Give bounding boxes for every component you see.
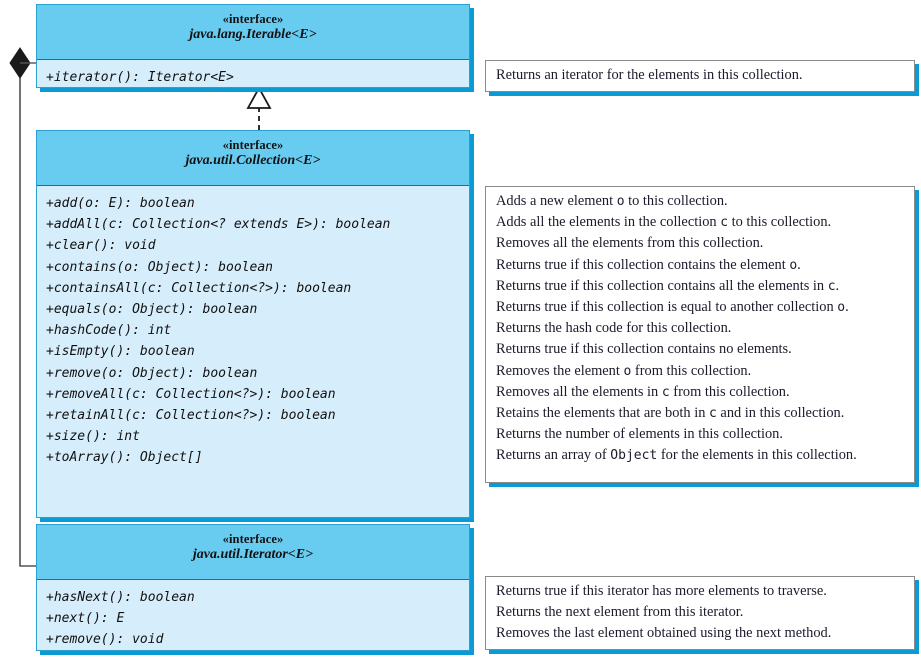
member-line: +remove(o: Object): boolean <box>46 365 258 381</box>
description-line: Returns the number of elements in this c… <box>496 426 783 443</box>
class-box-collection[interactable]: «interface» java.util.Collection<E> +add… <box>36 130 470 518</box>
description-line: Removes all the elements in c from this … <box>496 383 790 400</box>
class-members-iterable: +iterator(): Iterator<E> <box>37 60 469 94</box>
code-token: Object <box>610 448 658 464</box>
class-header-iterator: «interface» java.util.Iterator<E> <box>37 525 469 580</box>
member-line: +equals(o: Object): boolean <box>46 302 258 318</box>
description-line: Returns true if this collection contains… <box>496 277 840 294</box>
description-line: Returns an array of Object for the eleme… <box>496 447 857 464</box>
description-line: Returns true if this collection contains… <box>496 256 801 273</box>
member-line: +next(): E <box>46 611 125 627</box>
member-line: +containsAll(c: Collection<?>): boolean <box>46 280 352 296</box>
member-line: +isEmpty(): boolean <box>46 344 195 360</box>
class-header-collection: «interface» java.util.Collection<E> <box>37 131 469 186</box>
description-line: Adds all the elements in the collection … <box>496 214 832 231</box>
description-line: Returns true if this collection is equal… <box>496 299 849 316</box>
member-line: +remove(): void <box>46 632 164 648</box>
realization-connector-icon <box>246 86 272 130</box>
description-line: Returns the next element from this itera… <box>496 604 744 621</box>
code-token: o <box>623 363 632 379</box>
description-box-iterator: Returns true if this iterator has more e… <box>485 576 915 650</box>
class-header-iterable: «interface» java.lang.Iterable<E> <box>37 5 469 60</box>
code-token: c <box>720 215 729 231</box>
class-name-label: java.util.Collection<E> <box>185 152 321 168</box>
description-line: Returns true if this collection contains… <box>496 341 792 358</box>
class-members-collection: +add(o: E): boolean +addAll(c: Collectio… <box>37 186 469 475</box>
member-line: +iterator(): Iterator<E> <box>46 70 234 85</box>
code-token: o <box>616 194 625 209</box>
description-line: Adds a new element o to this collection. <box>496 193 728 209</box>
code-token: c <box>827 278 836 294</box>
class-box-iterable[interactable]: «interface» java.lang.Iterable<E> +itera… <box>36 4 470 88</box>
description-line: Removes all the elements from this colle… <box>496 235 764 252</box>
description-line: Returns the hash code for this collectio… <box>496 320 732 337</box>
member-line: +retainAll(c: Collection<?>): boolean <box>46 408 336 424</box>
stereotype-label: «interface» <box>222 12 284 26</box>
description-line: Removes the element o from this collecti… <box>496 362 752 379</box>
stereotype-label: «interface» <box>222 532 284 546</box>
code-token: o <box>837 300 846 316</box>
member-line: +size(): int <box>46 429 140 445</box>
code-token: c <box>661 384 670 400</box>
member-line: +hashCode(): int <box>46 323 172 339</box>
class-name-label: java.lang.Iterable<E> <box>189 26 317 42</box>
member-line: +toArray(): Object[] <box>46 450 203 466</box>
description-line: Removes the last element obtained using … <box>496 625 832 642</box>
code-token: c <box>709 406 717 422</box>
class-members-iterator: +hasNext(): boolean +next(): E +remove()… <box>37 580 469 657</box>
description-line: Returns true if this iterator has more e… <box>496 583 827 599</box>
member-line: +addAll(c: Collection<? extends E>): boo… <box>46 217 391 233</box>
class-box-iterator[interactable]: «interface» java.util.Iterator<E> +hasNe… <box>36 524 470 651</box>
member-line: +contains(o: Object): boolean <box>46 259 273 275</box>
class-name-label: java.util.Iterator<E> <box>192 546 314 562</box>
description-box-collection: Adds a new element o to this collection.… <box>485 186 915 483</box>
description-line: Returns an iterator for the elements in … <box>496 67 803 83</box>
code-token: o <box>789 257 798 273</box>
description-box-iterable: Returns an iterator for the elements in … <box>485 60 915 92</box>
description-line: Retains the elements that are both in c … <box>496 405 845 422</box>
member-line: +add(o: E): boolean <box>46 196 195 211</box>
stereotype-label: «interface» <box>222 138 284 152</box>
member-line: +hasNext(): boolean <box>46 590 195 605</box>
member-line: +clear(): void <box>46 238 156 254</box>
member-line: +removeAll(c: Collection<?>): boolean <box>46 386 336 402</box>
composition-connector-icon <box>9 47 36 567</box>
